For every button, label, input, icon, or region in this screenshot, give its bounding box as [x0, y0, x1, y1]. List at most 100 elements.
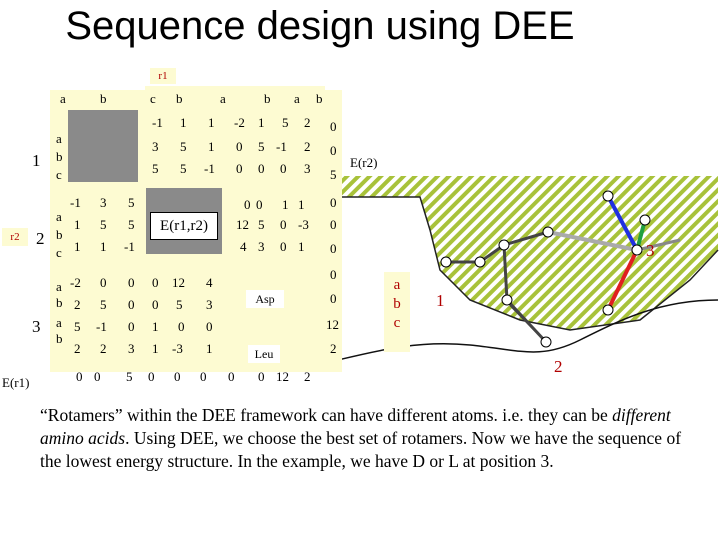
matrix-cell: 0: [152, 297, 159, 312]
matrix-cell: 2: [74, 297, 81, 312]
slide-title: Sequence design using DEE: [65, 4, 575, 48]
e-r1-value: 5: [126, 369, 133, 384]
matrix-cell: 0: [128, 297, 135, 312]
matrix-cell: -2: [234, 115, 245, 130]
residue-label-1: 1: [436, 291, 445, 310]
matrix-cell: -3: [172, 341, 183, 356]
caption-part-1: “Rotamers” within the DEE framework can …: [40, 405, 613, 425]
matrix-cell: 4: [206, 275, 213, 290]
matrix-cell: 5: [258, 217, 265, 232]
matrix-cell: 3: [128, 341, 135, 356]
rotamer-letter: c: [393, 315, 401, 331]
top-letter: b: [316, 91, 323, 106]
matrix-cell: 0: [206, 319, 213, 334]
e-r1-value: 0: [258, 369, 265, 384]
matrix-cell: 1: [208, 139, 215, 154]
matrix-cell: -1: [96, 319, 107, 334]
left-letter: c: [56, 245, 62, 260]
matrix-cell: 0: [152, 275, 159, 290]
matrix-cell: 0: [280, 239, 287, 254]
matrix-cell: 5: [100, 217, 107, 232]
residue-label-2: 2: [554, 357, 563, 376]
matrix-cell: 1: [100, 239, 107, 254]
atom-node: [542, 226, 554, 238]
e-r2-label: E(r2): [350, 155, 378, 170]
protein-boundary: [338, 196, 719, 331]
top-letter: a: [220, 91, 226, 106]
left-letter: a: [56, 315, 62, 330]
matrix-cell: 1: [298, 239, 305, 254]
top-letter: a: [294, 91, 300, 106]
matrix-cell: 0: [280, 161, 287, 176]
matrix-cell: 1: [282, 197, 289, 212]
r1-label: r1: [150, 68, 176, 84]
matrix-cell: 5: [258, 139, 265, 154]
matrix-cell: 3: [152, 139, 159, 154]
hatched-region: [338, 176, 718, 330]
left-letter: c: [56, 167, 62, 182]
atom-node: [474, 256, 486, 268]
matrix-cell: -1: [152, 115, 163, 130]
matrix-cell: -1: [124, 239, 135, 254]
top-letter: b: [264, 91, 271, 106]
matrix-cell: 0: [236, 161, 243, 176]
matrix-cell: 3: [100, 195, 107, 210]
matrix-cell: -2: [70, 275, 81, 290]
matrix-cell: 5: [100, 297, 107, 312]
matrix-cell: 5: [180, 139, 187, 154]
row-number-3: 3: [32, 317, 41, 336]
matrix-cell: 0: [128, 319, 135, 334]
asp-label: Asp: [246, 290, 284, 308]
left-letter: b: [56, 295, 63, 310]
atom-node: [501, 294, 513, 306]
matrix-cell: 1: [258, 115, 265, 130]
matrix-cell: 5: [128, 217, 135, 232]
left-letter: b: [56, 331, 63, 346]
matrix-cell: 3: [258, 239, 265, 254]
matrix-cell: 1: [74, 217, 81, 232]
matrix-cell: 5: [128, 195, 135, 210]
gray-block-r1: [68, 110, 138, 182]
matrix-cell: 0: [178, 319, 185, 334]
matrix-cell: 1: [152, 341, 159, 356]
matrix-cell: 2: [100, 341, 107, 356]
matrix-cell: 1: [208, 115, 215, 130]
matrix-cell: -1: [276, 139, 287, 154]
atom-node: [540, 336, 552, 348]
top-letter: c: [150, 91, 156, 106]
atom-node: [440, 256, 452, 268]
e-r1-value: 0: [228, 369, 235, 384]
left-letter: b: [56, 227, 63, 242]
caption-emphasis: different amino acids: [40, 405, 671, 448]
matrix-cell: 5: [152, 161, 159, 176]
matrix-cell: 5: [74, 319, 81, 334]
caption-part-3: . Using DEE, we choose the best set of r…: [40, 428, 682, 471]
matrix-cell: -1: [70, 195, 81, 210]
pair-energy-label: E(r1,r2): [150, 212, 218, 240]
top-letter: a: [60, 91, 66, 106]
e-r2-value: 5: [330, 167, 337, 182]
left-letter: a: [56, 131, 62, 146]
e-r2-value: 0: [330, 119, 337, 134]
top-letter: b: [100, 91, 107, 106]
e-r1-value: 0: [174, 369, 181, 384]
matrix-cell: 12: [236, 217, 249, 232]
matrix-cell: 0: [280, 217, 287, 232]
rotamer-letter: a: [393, 277, 401, 293]
leu-label: Leu: [248, 345, 280, 363]
left-letter: a: [56, 279, 62, 294]
e-r2-value: 2: [330, 341, 337, 356]
matrix-cell: 2: [74, 341, 81, 356]
top-letter: b: [176, 91, 183, 106]
e-r1-value: 0: [148, 369, 155, 384]
row-number-2: 2: [36, 229, 45, 248]
matrix-cell: 0: [100, 275, 107, 290]
r2-label: r2: [2, 228, 28, 246]
matrix-cell: 2: [304, 115, 311, 130]
left-letter: a: [56, 209, 62, 224]
top-header-strip: [145, 86, 325, 96]
matrix-cell: 0: [256, 197, 263, 212]
e-r1-value: 2: [304, 369, 311, 384]
matrix-cell: 1: [152, 319, 159, 334]
